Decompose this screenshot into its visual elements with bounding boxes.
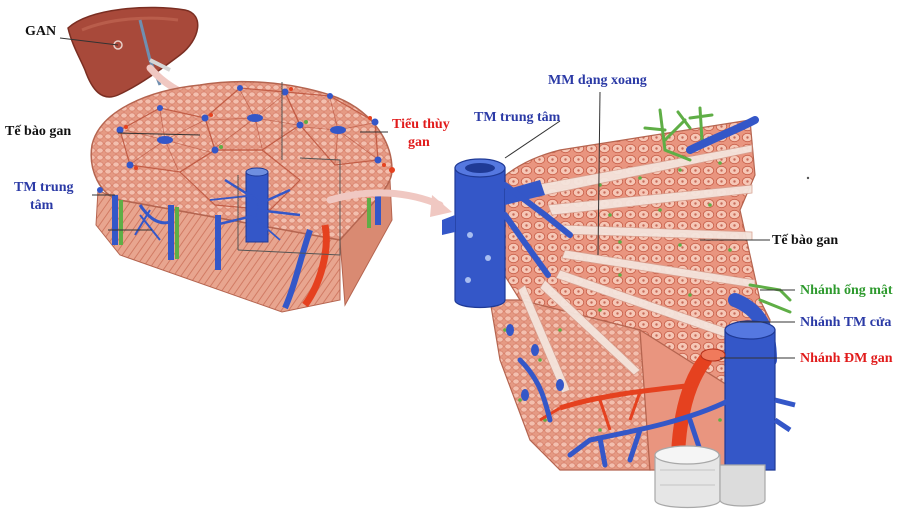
- label-portal-vein-branch: Nhánh TM cửa: [800, 315, 892, 330]
- label-hepatic-artery-branch: Nhánh ĐM gan: [800, 351, 893, 366]
- label-hepatic-lobule-line2: gan: [408, 135, 430, 150]
- magnified-lobule-section: [442, 106, 796, 509]
- leader-lines: [59, 37, 795, 359]
- label-liver: GAN: [25, 24, 57, 39]
- label-central-vein-left-line1: TM trung: [14, 180, 74, 195]
- label-hepatic-lobule-line1: Tiểu thùy: [392, 117, 450, 132]
- label-central-vein-left-line2: tâm: [30, 198, 54, 213]
- lobule-block: [90, 80, 395, 313]
- liver-organ: [67, 6, 199, 98]
- label-bile-duct-branch: Nhánh ống mật: [800, 283, 893, 298]
- label-hepatocyte-right: Tế bào gan: [772, 233, 839, 248]
- arrow-to-magnified: [326, 189, 452, 217]
- label-central-vein-right: TM trung tâm: [474, 110, 561, 125]
- label-hepatocyte-left: Tế bào gan: [5, 124, 72, 139]
- label-sinusoid: MM dạng xoang: [548, 73, 647, 88]
